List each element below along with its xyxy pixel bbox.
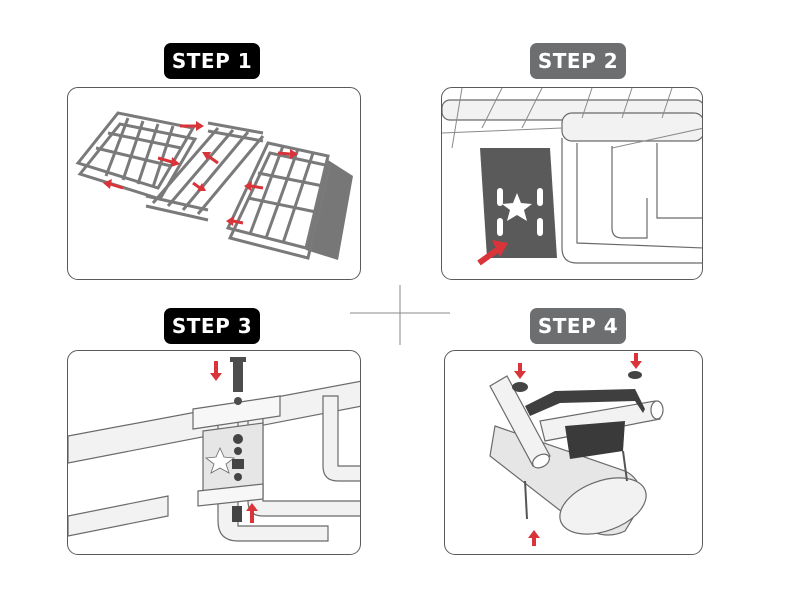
step-3-label: STEP 3 [171, 314, 253, 338]
step-1-illustration [75, 111, 353, 260]
clamp-plate [565, 421, 625, 459]
rack-segment-middle [145, 121, 265, 222]
step-1-panel [67, 87, 361, 280]
plus-divider-icon [350, 285, 450, 345]
step-1-badge: STEP 1 [164, 43, 260, 79]
step-2-illustration [442, 88, 702, 266]
star-icon [502, 193, 532, 221]
step-4-label: STEP 4 [537, 314, 619, 338]
step-4-panel [444, 350, 703, 555]
u-bracket [525, 389, 645, 416]
step-arrow-icon [514, 353, 642, 546]
step-arrow-icon [210, 361, 258, 523]
step-1-label: STEP 1 [171, 49, 253, 73]
step-4-illustration [489, 353, 664, 546]
star-icon [204, 447, 236, 474]
step-3-panel [67, 350, 361, 555]
step-arrow-icon [477, 240, 508, 266]
clamp-top [192, 395, 281, 430]
bolt [230, 357, 246, 405]
step-2-panel [441, 87, 703, 280]
step-4-badge: STEP 4 [530, 308, 626, 344]
wind-fairing [306, 160, 353, 260]
step-arrow-icon [103, 121, 298, 226]
step-3-badge: STEP 3 [164, 308, 260, 344]
step-3-illustration [68, 357, 360, 542]
step-2-badge: STEP 2 [530, 43, 626, 79]
rack-segment-rear [225, 141, 332, 260]
rack-segment-front [75, 111, 198, 201]
rack-grid [442, 99, 702, 142]
step-2-label: STEP 2 [537, 49, 619, 73]
